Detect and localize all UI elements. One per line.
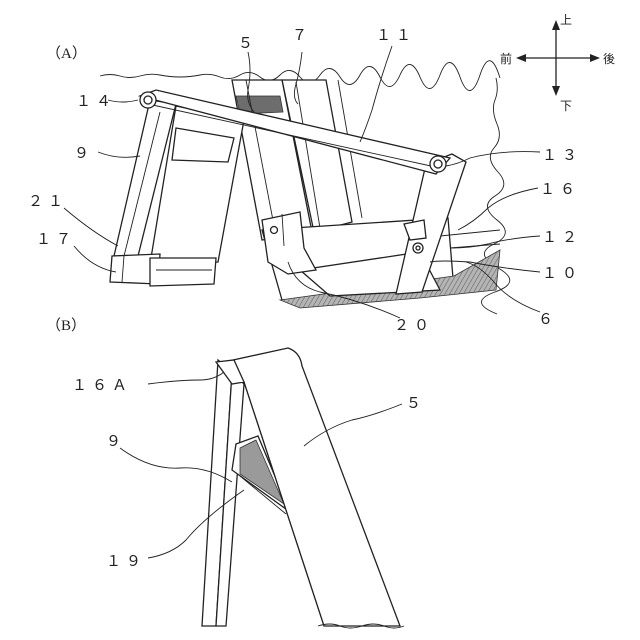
- figure-b: （B） １６Ａ ５ ９ １９: [46, 317, 426, 628]
- arrow-right-icon: [590, 54, 600, 62]
- label-5-b: ５: [406, 396, 426, 412]
- label-19: １９: [106, 554, 146, 570]
- label-9-a: ９: [74, 146, 94, 162]
- label-21: ２１: [28, 194, 68, 210]
- label-12: １２: [542, 230, 582, 246]
- label-17: １７: [36, 232, 76, 248]
- leg-9-b: [202, 360, 244, 626]
- panel-b-label: （B）: [46, 317, 86, 334]
- arrow-left-icon: [516, 54, 526, 62]
- label-6: ６: [538, 312, 558, 328]
- compass-front: 前: [500, 51, 512, 66]
- arrow-up-icon: [552, 20, 560, 30]
- pivot-13: [430, 156, 446, 172]
- label-10: １０: [542, 266, 582, 282]
- label-9-b: ９: [106, 434, 126, 450]
- label-7: ７: [292, 28, 312, 44]
- compass-rear: 後: [603, 52, 615, 66]
- pivot-14: [140, 92, 156, 108]
- label-13: １３: [542, 148, 582, 164]
- label-20: ２０: [394, 318, 434, 334]
- label-11: １１: [376, 28, 416, 44]
- panel-a-label: （A）: [46, 45, 87, 62]
- figure-a: （A） ５ ７ １１ １４ ９ １３ １６ ２１ １７ １２ １０ ２０ ６: [28, 28, 582, 334]
- arrow-down-icon: [552, 86, 560, 96]
- foot-17: [110, 254, 216, 286]
- label-14: １４: [76, 94, 116, 110]
- compass-down: 下: [560, 99, 572, 113]
- label-16a: １６Ａ: [72, 378, 132, 394]
- compass-up: 上: [560, 13, 572, 27]
- leg-9: [114, 100, 244, 264]
- label-5-a: ５: [238, 36, 258, 52]
- label-16: １６: [540, 182, 580, 198]
- direction-compass: 上 下 前 後: [500, 13, 615, 113]
